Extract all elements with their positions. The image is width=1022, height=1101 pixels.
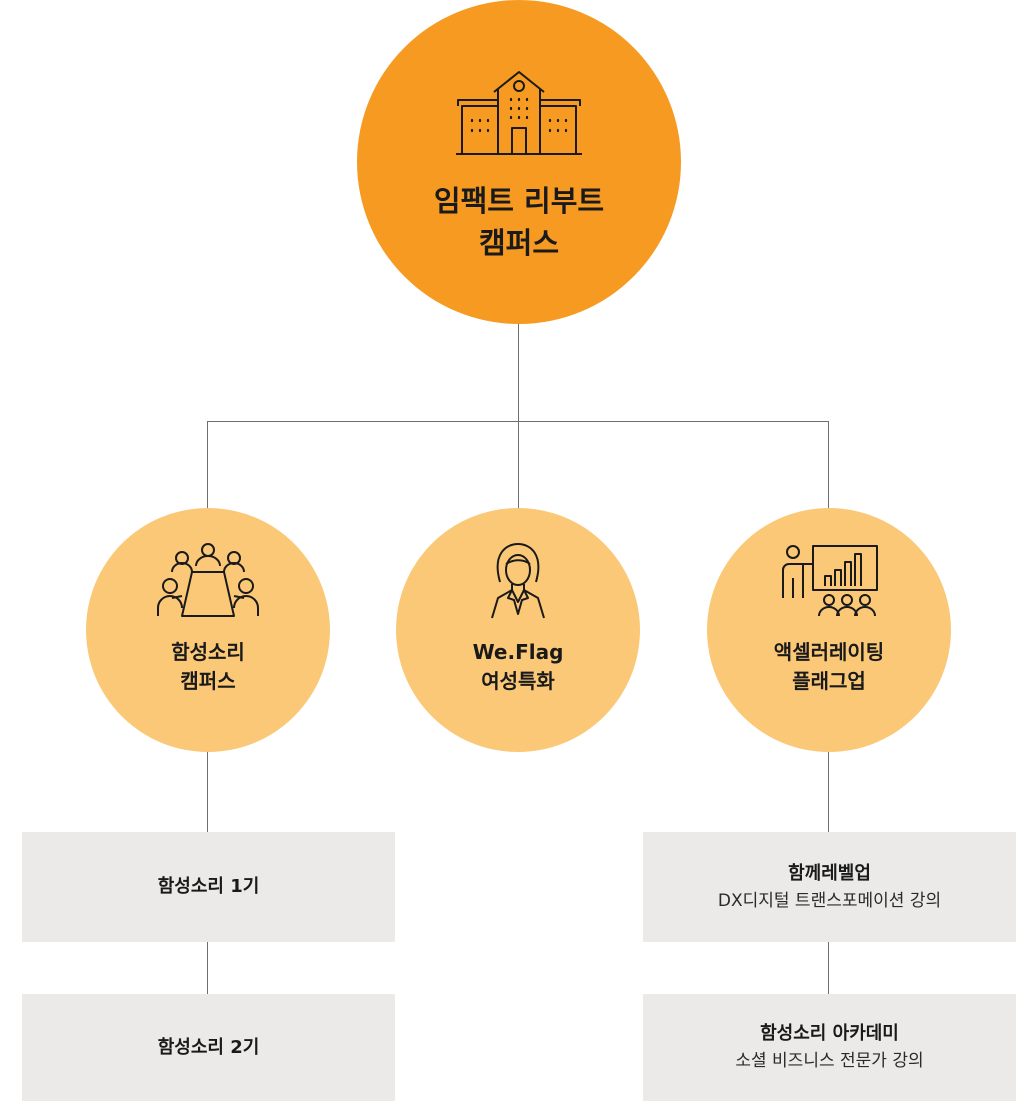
branch-node-weflag: We.Flag 여성특화 bbox=[396, 508, 640, 752]
branch-title: 액셀러레이팅 플래그업 bbox=[773, 640, 885, 693]
program-title: 함성소리 1기 bbox=[157, 876, 260, 898]
root-node: 임팩트 리부트 캠퍼스 bbox=[357, 0, 681, 324]
connector-center-down bbox=[518, 421, 519, 509]
root-title: 임팩트 리부트 캠퍼스 bbox=[433, 184, 605, 261]
connector-left-down bbox=[207, 421, 208, 509]
connector-box1-to-box2 bbox=[207, 942, 208, 994]
branch-node-flagup: 액셀러레이팅 플래그업 bbox=[707, 508, 951, 752]
building-icon bbox=[456, 71, 582, 155]
program-box: 함성소리 아카데미 소셜 비즈니스 전문가 강의 bbox=[643, 994, 1016, 1101]
program-box: 함성소리 2기 bbox=[22, 994, 395, 1101]
program-subtitle: DX디지털 트랜스포메이션 강의 bbox=[717, 890, 942, 911]
branch-title: We.Flag 여성특화 bbox=[472, 640, 564, 693]
program-title: 함성소리 2기 bbox=[157, 1036, 260, 1058]
program-box: 함성소리 1기 bbox=[22, 832, 395, 942]
meeting-table-icon bbox=[157, 543, 259, 617]
businesswoman-icon bbox=[491, 543, 545, 619]
program-subtitle: 소셜 비즈니스 전문가 강의 bbox=[735, 1051, 924, 1072]
program-title: 함께레벨업 bbox=[788, 862, 871, 884]
connector-left-to-box1 bbox=[207, 751, 208, 832]
connector-right-down bbox=[828, 421, 829, 509]
connector-root-down bbox=[518, 324, 519, 422]
presentation-icon bbox=[782, 545, 878, 617]
program-box: 함께레벨업 DX디지털 트랜스포메이션 강의 bbox=[643, 832, 1016, 942]
branch-node-hamsungsori: 함성소리 캠퍼스 bbox=[86, 508, 330, 752]
program-title: 함성소리 아카데미 bbox=[760, 1023, 899, 1045]
connector-box3-to-box4 bbox=[828, 942, 829, 994]
branch-title: 함성소리 캠퍼스 bbox=[171, 640, 245, 693]
connector-right-to-box3 bbox=[828, 751, 829, 832]
